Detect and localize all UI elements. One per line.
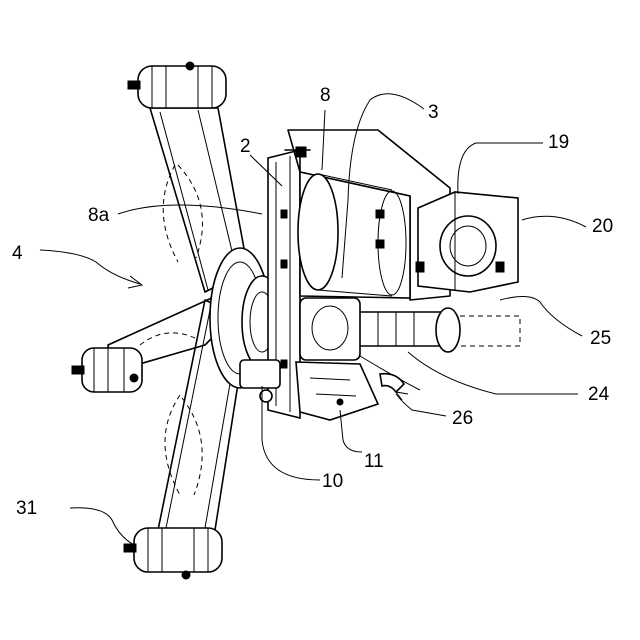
label-3: 3 xyxy=(428,103,439,122)
clamp-bracket xyxy=(416,192,518,292)
leader-26 xyxy=(396,394,446,416)
leader-24 xyxy=(408,352,578,394)
leader-8a xyxy=(118,205,262,214)
label-26: 26 xyxy=(452,409,473,428)
caster-wheel-bottom xyxy=(124,528,222,579)
label-10: 10 xyxy=(322,472,343,491)
label-8: 8 xyxy=(320,86,331,105)
label-11: 11 xyxy=(364,452,384,471)
label-8a: 8a xyxy=(88,206,109,225)
label-20: 20 xyxy=(592,217,613,236)
leader-31 xyxy=(70,508,136,546)
label-31: 31 xyxy=(16,499,37,518)
label-25: 25 xyxy=(590,329,611,348)
label-2: 2 xyxy=(240,137,251,156)
leader-19 xyxy=(458,143,543,194)
leader-8 xyxy=(322,110,325,170)
caster-wheel-top xyxy=(128,62,226,108)
leader-4 xyxy=(40,250,140,284)
label-4: 4 xyxy=(12,244,23,263)
leader-25 xyxy=(500,296,582,336)
caster-wheel-left xyxy=(72,348,142,392)
leader-20 xyxy=(522,216,586,227)
label-19: 19 xyxy=(548,133,569,152)
label-24: 24 xyxy=(588,385,609,404)
lower-fittings xyxy=(240,360,404,420)
